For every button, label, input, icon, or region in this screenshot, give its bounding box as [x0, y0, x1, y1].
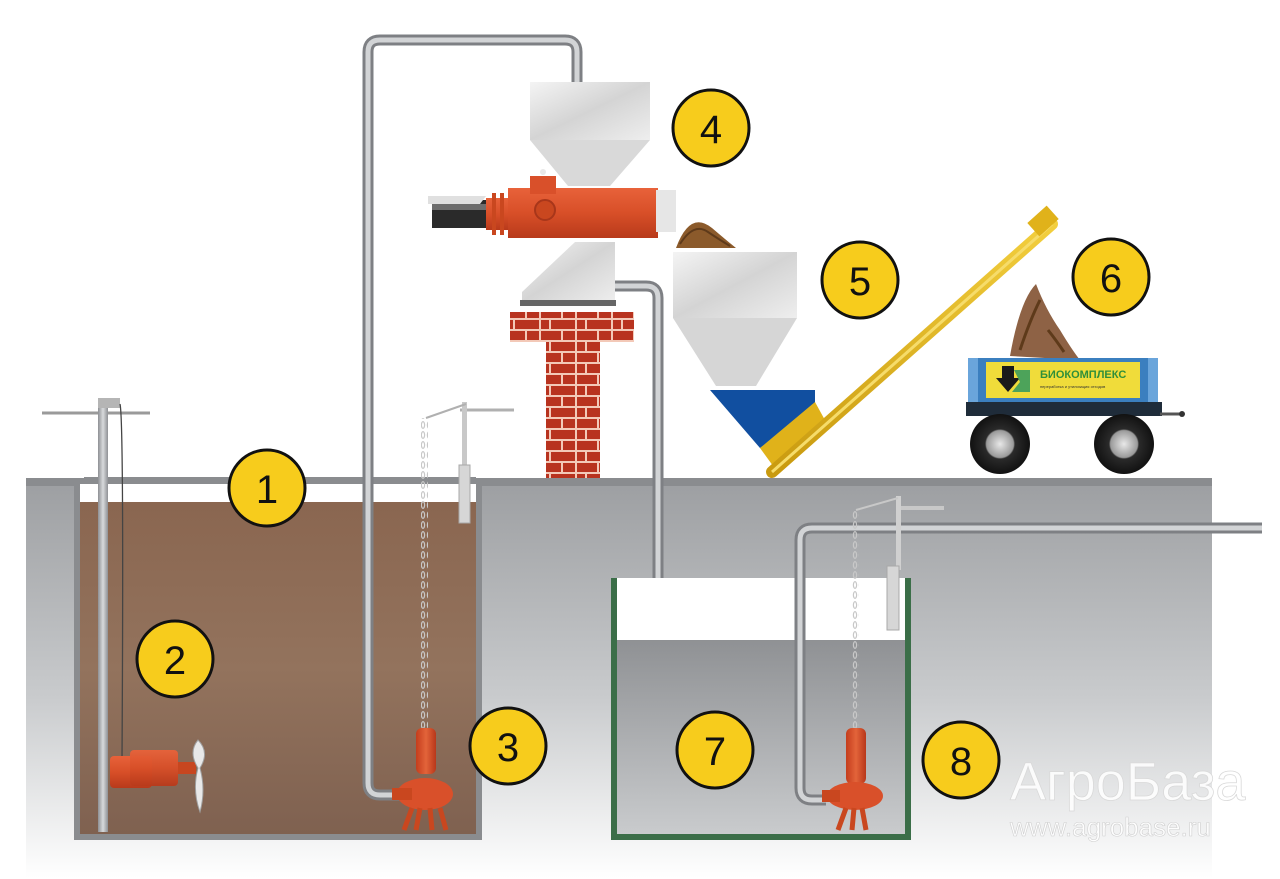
svg-text:2: 2: [164, 639, 186, 683]
label-badge-1: 1: [227, 448, 307, 528]
svg-text:5: 5: [849, 260, 871, 304]
label-badge-8: 8: [921, 720, 1001, 800]
label-badge-6: 6: [1071, 237, 1151, 317]
svg-text:3: 3: [497, 726, 519, 770]
brick-pillar: [510, 312, 634, 478]
trailer: БИОКОМПЛЕКС переработка и утилизация отх…: [966, 284, 1185, 474]
svg-text:4: 4: [700, 108, 722, 152]
svg-text:7: 7: [704, 730, 726, 774]
label-badge-5: 5: [820, 240, 900, 320]
receiving-hopper: [673, 252, 815, 448]
submersible-pump-riser: [362, 34, 583, 801]
svg-text:6: 6: [1100, 257, 1122, 301]
screw-conveyor: [760, 205, 1059, 478]
label-badge-2: 2: [135, 619, 215, 699]
submersible-mixer: [42, 398, 205, 832]
liquid-fraction-pump: [822, 728, 883, 831]
lifting-crane-tank1: [421, 402, 514, 730]
propeller-icon: [192, 739, 205, 814]
liquid-fraction-pipe: [615, 280, 664, 706]
label-badge-4: 4: [671, 88, 751, 168]
svg-text:1: 1: [256, 468, 278, 512]
watermark: АгроБаза www.agrobase.ru: [1009, 752, 1247, 843]
svg-text:8: 8: [950, 740, 972, 784]
lifting-crane-tank7: [852, 496, 944, 738]
trailer-logo-brand: БИОКОМПЛЕКС: [1040, 369, 1126, 381]
trailer-logo-tagline: переработка и утилизация отходов: [1040, 384, 1105, 389]
screw-press-separator: [428, 82, 736, 306]
label-badge-3: 3: [468, 706, 548, 786]
submersible-pump: [392, 728, 453, 831]
label-badge-7: 7: [675, 710, 755, 790]
outlet-pipe: [794, 522, 1262, 806]
watermark-brand: АгроБаза: [1010, 752, 1246, 812]
biokompleks-logo-icon: [996, 366, 1030, 392]
watermark-url: www.agrobase.ru: [1009, 812, 1211, 842]
